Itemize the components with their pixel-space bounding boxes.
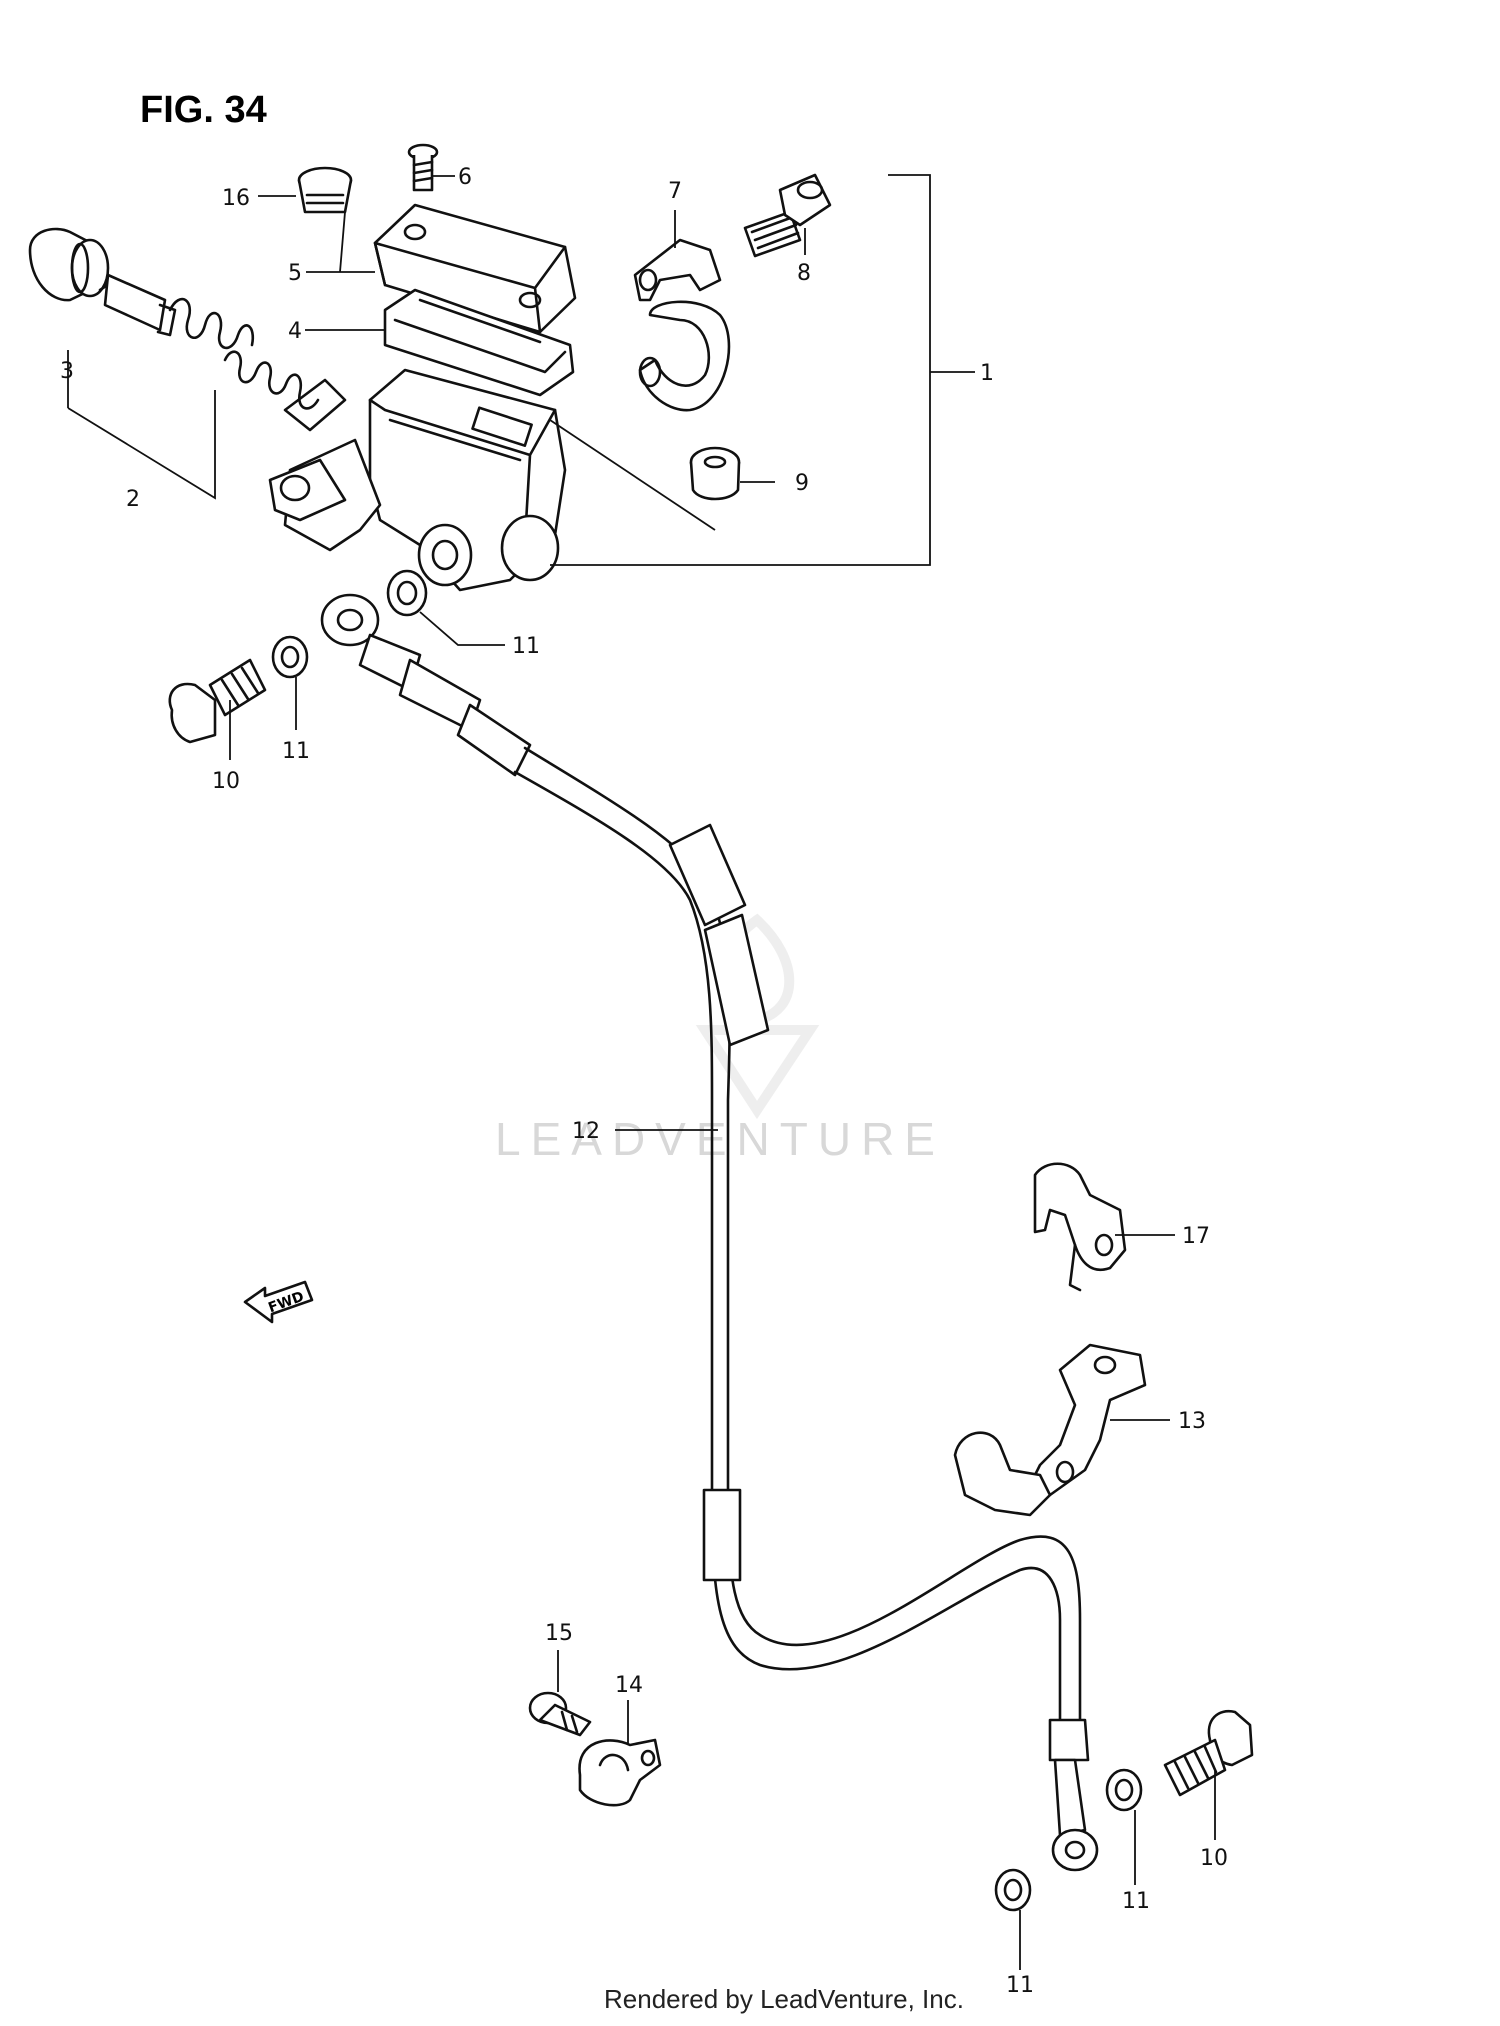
callout-numbers: 16 6 5 4 3 2 7 8 1 9 11 11 10 12 17 13 1…	[60, 165, 1228, 1998]
part-8-bolt	[743, 173, 832, 258]
part-9-grommet	[689, 446, 741, 501]
part-11-washer-lower-b	[1105, 1768, 1143, 1812]
part-11-washer-lower-a	[994, 1868, 1032, 1912]
callout-6: 6	[458, 165, 472, 190]
part-17-clamp	[1033, 1162, 1127, 1292]
part-7-holder	[633, 238, 731, 412]
part-1-master-cylinder	[268, 368, 567, 592]
leader-lines	[67, 174, 1216, 1970]
callout-2: 2	[126, 487, 140, 512]
callout-3: 3	[60, 359, 74, 384]
callout-9: 9	[795, 471, 809, 496]
callout-11a: 11	[512, 634, 540, 659]
watermark-text: LEADVENTURE	[495, 1113, 945, 1165]
part-10-union-bolt-lower	[1163, 1709, 1254, 1797]
part-4-diaphragm	[383, 288, 575, 397]
footer-credit: Rendered by LeadVenture, Inc.	[604, 1984, 964, 2014]
callout-13: 13	[1178, 1409, 1206, 1434]
callout-10b: 10	[1200, 1846, 1228, 1871]
part-11-washer-upper-b	[386, 569, 428, 617]
callout-11b: 11	[282, 739, 310, 764]
part-3-boot	[70, 242, 90, 294]
figure-title: FIG. 34	[140, 89, 267, 131]
part-16-cap	[297, 166, 353, 214]
part-2-piston-assembly	[28, 227, 347, 432]
callout-7: 7	[668, 179, 682, 204]
part-10-union-bolt-upper	[168, 658, 267, 744]
part-11-washer-upper-a	[271, 635, 309, 679]
part-13-bracket	[953, 1343, 1147, 1517]
callout-15: 15	[545, 1621, 573, 1646]
callout-5: 5	[288, 261, 302, 286]
callout-16: 16	[222, 186, 250, 211]
callout-1: 1	[980, 361, 994, 386]
part-12-brake-hose	[320, 593, 1099, 1872]
callout-12: 12	[572, 1119, 600, 1144]
callout-11d: 11	[1006, 1973, 1034, 1998]
fwd-direction-arrow: FWD	[243, 1280, 314, 1324]
callout-11c: 11	[1122, 1889, 1150, 1914]
callout-14: 14	[615, 1673, 643, 1698]
callout-4: 4	[288, 319, 302, 344]
callout-10a: 10	[212, 769, 240, 794]
part-15-bolt	[528, 1691, 592, 1737]
part-6-screw	[407, 143, 439, 192]
part-5-reservoir-cover	[373, 203, 577, 334]
part-14-clamp	[578, 1738, 662, 1807]
callout-17: 17	[1182, 1224, 1210, 1249]
callout-8: 8	[797, 261, 811, 286]
